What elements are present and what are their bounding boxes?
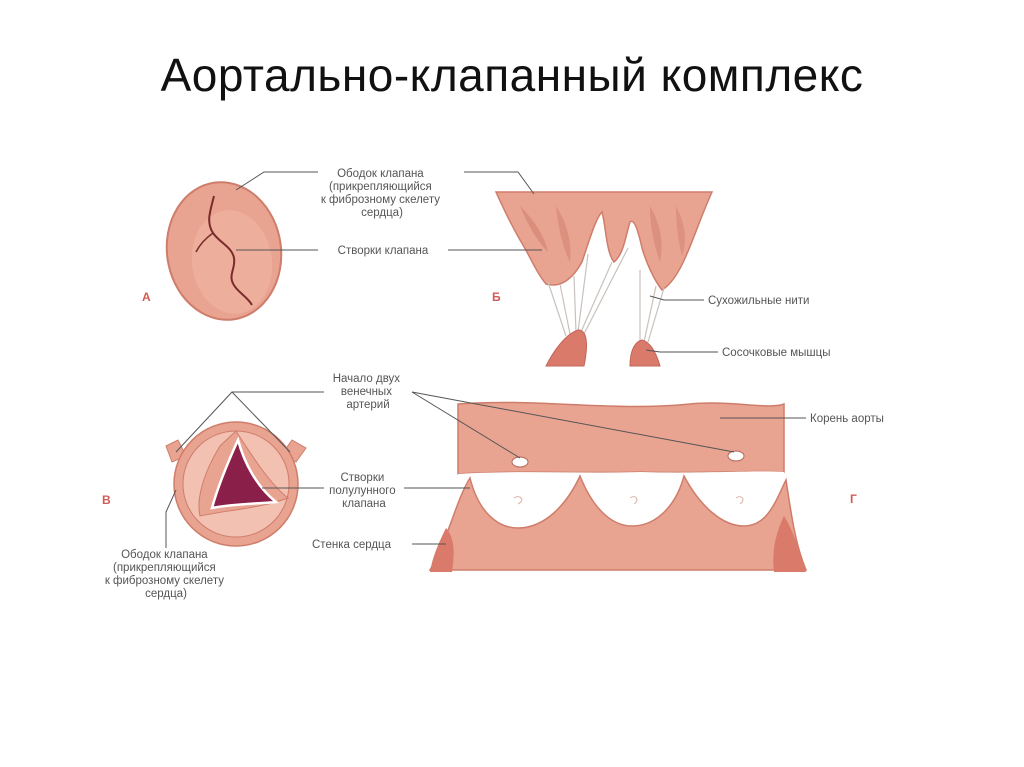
papillary-muscle-left — [545, 329, 587, 367]
label-rim-top-line4: сердца) — [361, 207, 403, 219]
cusp-commissures — [513, 496, 744, 505]
leaflet-highlight-2 — [556, 206, 571, 262]
label-valve-leaflets: Створки клапана — [338, 245, 429, 257]
label-coronary: Начало двух венечных артерий — [333, 373, 404, 411]
label-rim-bottom-line4: сердца) — [145, 588, 187, 600]
labels: Ободок клапана (прикрепляющийся к фиброз… — [105, 168, 884, 600]
label-coronary-line3: артерий — [346, 399, 389, 411]
label-semilunar-line3: клапана — [342, 498, 386, 510]
label-rim-bottom-line2: (прикрепляющийся — [113, 562, 216, 574]
valve-ring-leaflets — [494, 191, 714, 291]
ventricle-wall — [428, 473, 808, 571]
label-rim-bottom: Ободок клапана (прикрепляющийся к фиброз… — [105, 549, 227, 600]
slide-title: Аортально-клапанный комплекс — [160, 49, 864, 101]
chordae-tendineae — [547, 247, 665, 343]
label-semilunar: Створки полулунного клапана — [329, 472, 399, 510]
leaflet-highlight-4 — [676, 206, 685, 256]
aortic-lumen — [210, 436, 280, 510]
label-coronary-line1: Начало двух — [333, 373, 401, 385]
panel-a: А — [142, 181, 283, 321]
coronary-ostium-left — [511, 456, 529, 468]
leaflet-highlight-1 — [520, 206, 548, 252]
label-aortic-root: Корень аорты — [810, 413, 884, 425]
label-heart-wall: Стенка сердца — [312, 539, 392, 551]
label-rim-bottom-line3: к фиброзному скелету — [105, 575, 224, 587]
heart-wall-right — [773, 516, 806, 572]
label-chordae: Сухожильные нити — [708, 295, 809, 307]
panel-letter-v: В — [102, 493, 111, 507]
coronary-ostium-right — [727, 450, 745, 462]
label-rim-bottom-line1: Ободок клапана — [121, 549, 208, 561]
label-rim-top-line3: к фиброзному скелету — [321, 194, 440, 206]
mitral-closure-branch — [195, 232, 214, 253]
mitral-closure-line — [208, 195, 253, 306]
panel-letter-g: Г — [850, 492, 857, 506]
label-semilunar-line2: полулунного — [329, 485, 395, 497]
aortic-root-wall — [457, 401, 785, 475]
mitral-valve-shade — [191, 210, 273, 314]
label-rim-top-line2: (прикрепляющийся — [329, 181, 432, 193]
leader-lines — [165, 171, 806, 548]
panel-letter-a: А — [142, 290, 151, 304]
label-papillary: Сосочковые мышцы — [722, 347, 831, 359]
label-rim-top: Ободок клапана (прикрепляющийся к фиброз… — [321, 168, 443, 219]
label-rim-top-line1: Ободок клапана — [337, 168, 424, 180]
panel-letter-b: Б — [492, 290, 501, 304]
heart-wall-left — [430, 528, 454, 572]
label-coronary-line2: венечных — [341, 386, 392, 398]
papillary-muscle-right — [629, 339, 661, 367]
panel-b: Б — [492, 191, 714, 367]
label-semilunar-line1: Створки — [340, 472, 384, 484]
panel-v: В — [102, 421, 307, 547]
panel-g: Г — [428, 401, 857, 572]
leaflet-highlight-3 — [650, 206, 662, 262]
